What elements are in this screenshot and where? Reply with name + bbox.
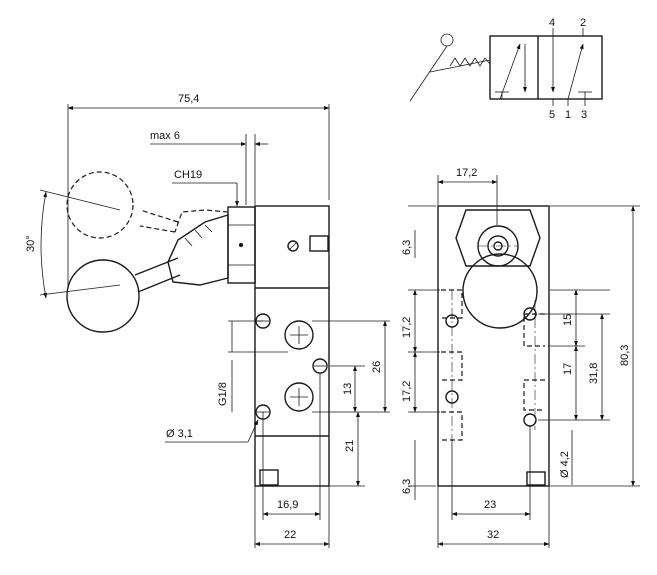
angle-30: 30° <box>25 235 37 252</box>
dim-front-hole-dia: Ø 4,2 <box>559 451 571 478</box>
symbol-port-3: 3 <box>581 109 587 121</box>
dim-23: 23 <box>484 499 496 511</box>
dim-pitch-lower: 17,2 <box>401 381 413 402</box>
dim-hole-dia: Ø 3,1 <box>166 428 193 440</box>
dim-21: 21 <box>344 440 356 452</box>
dim-hex-width: 17,2 <box>456 167 477 179</box>
dim-16-9: 16,9 <box>277 499 298 511</box>
symbol-port-2: 2 <box>580 17 586 29</box>
dim-pitch-upper: 17,2 <box>401 317 413 338</box>
dim-thread: G1/8 <box>217 382 229 406</box>
dim-22: 22 <box>284 529 296 541</box>
symbol-port-4: 4 <box>549 17 555 29</box>
symbol-port-1: 1 <box>565 109 571 121</box>
dim-26: 26 <box>371 361 383 373</box>
dim-bottom-margin: 6,3 <box>401 479 413 494</box>
dim-right-15: 15 <box>562 314 574 326</box>
front-view: 17,2 6,3 17,2 17,2 6,3 15 17 31,8 80,3 Ø… <box>401 167 640 548</box>
dim-overall-height: 80,3 <box>619 345 631 366</box>
dim-max-6: max 6 <box>150 130 180 142</box>
dim-hole-spacing: 31,8 <box>588 363 600 384</box>
dim-right-17: 17 <box>562 363 574 375</box>
dim-ch19: CH19 <box>174 169 202 181</box>
pneumatic-symbol: 4 2 5 1 3 <box>409 17 603 121</box>
dim-top-margin: 6,3 <box>401 240 413 255</box>
dim-13: 13 <box>342 383 354 395</box>
side-view: 30° 75,4 max 6 CH19 G1/8 Ø 3,1 13 <box>25 93 390 548</box>
dim-overall-width: 75,4 <box>178 93 199 105</box>
dim-32: 32 <box>487 529 499 541</box>
symbol-port-5: 5 <box>549 109 555 121</box>
